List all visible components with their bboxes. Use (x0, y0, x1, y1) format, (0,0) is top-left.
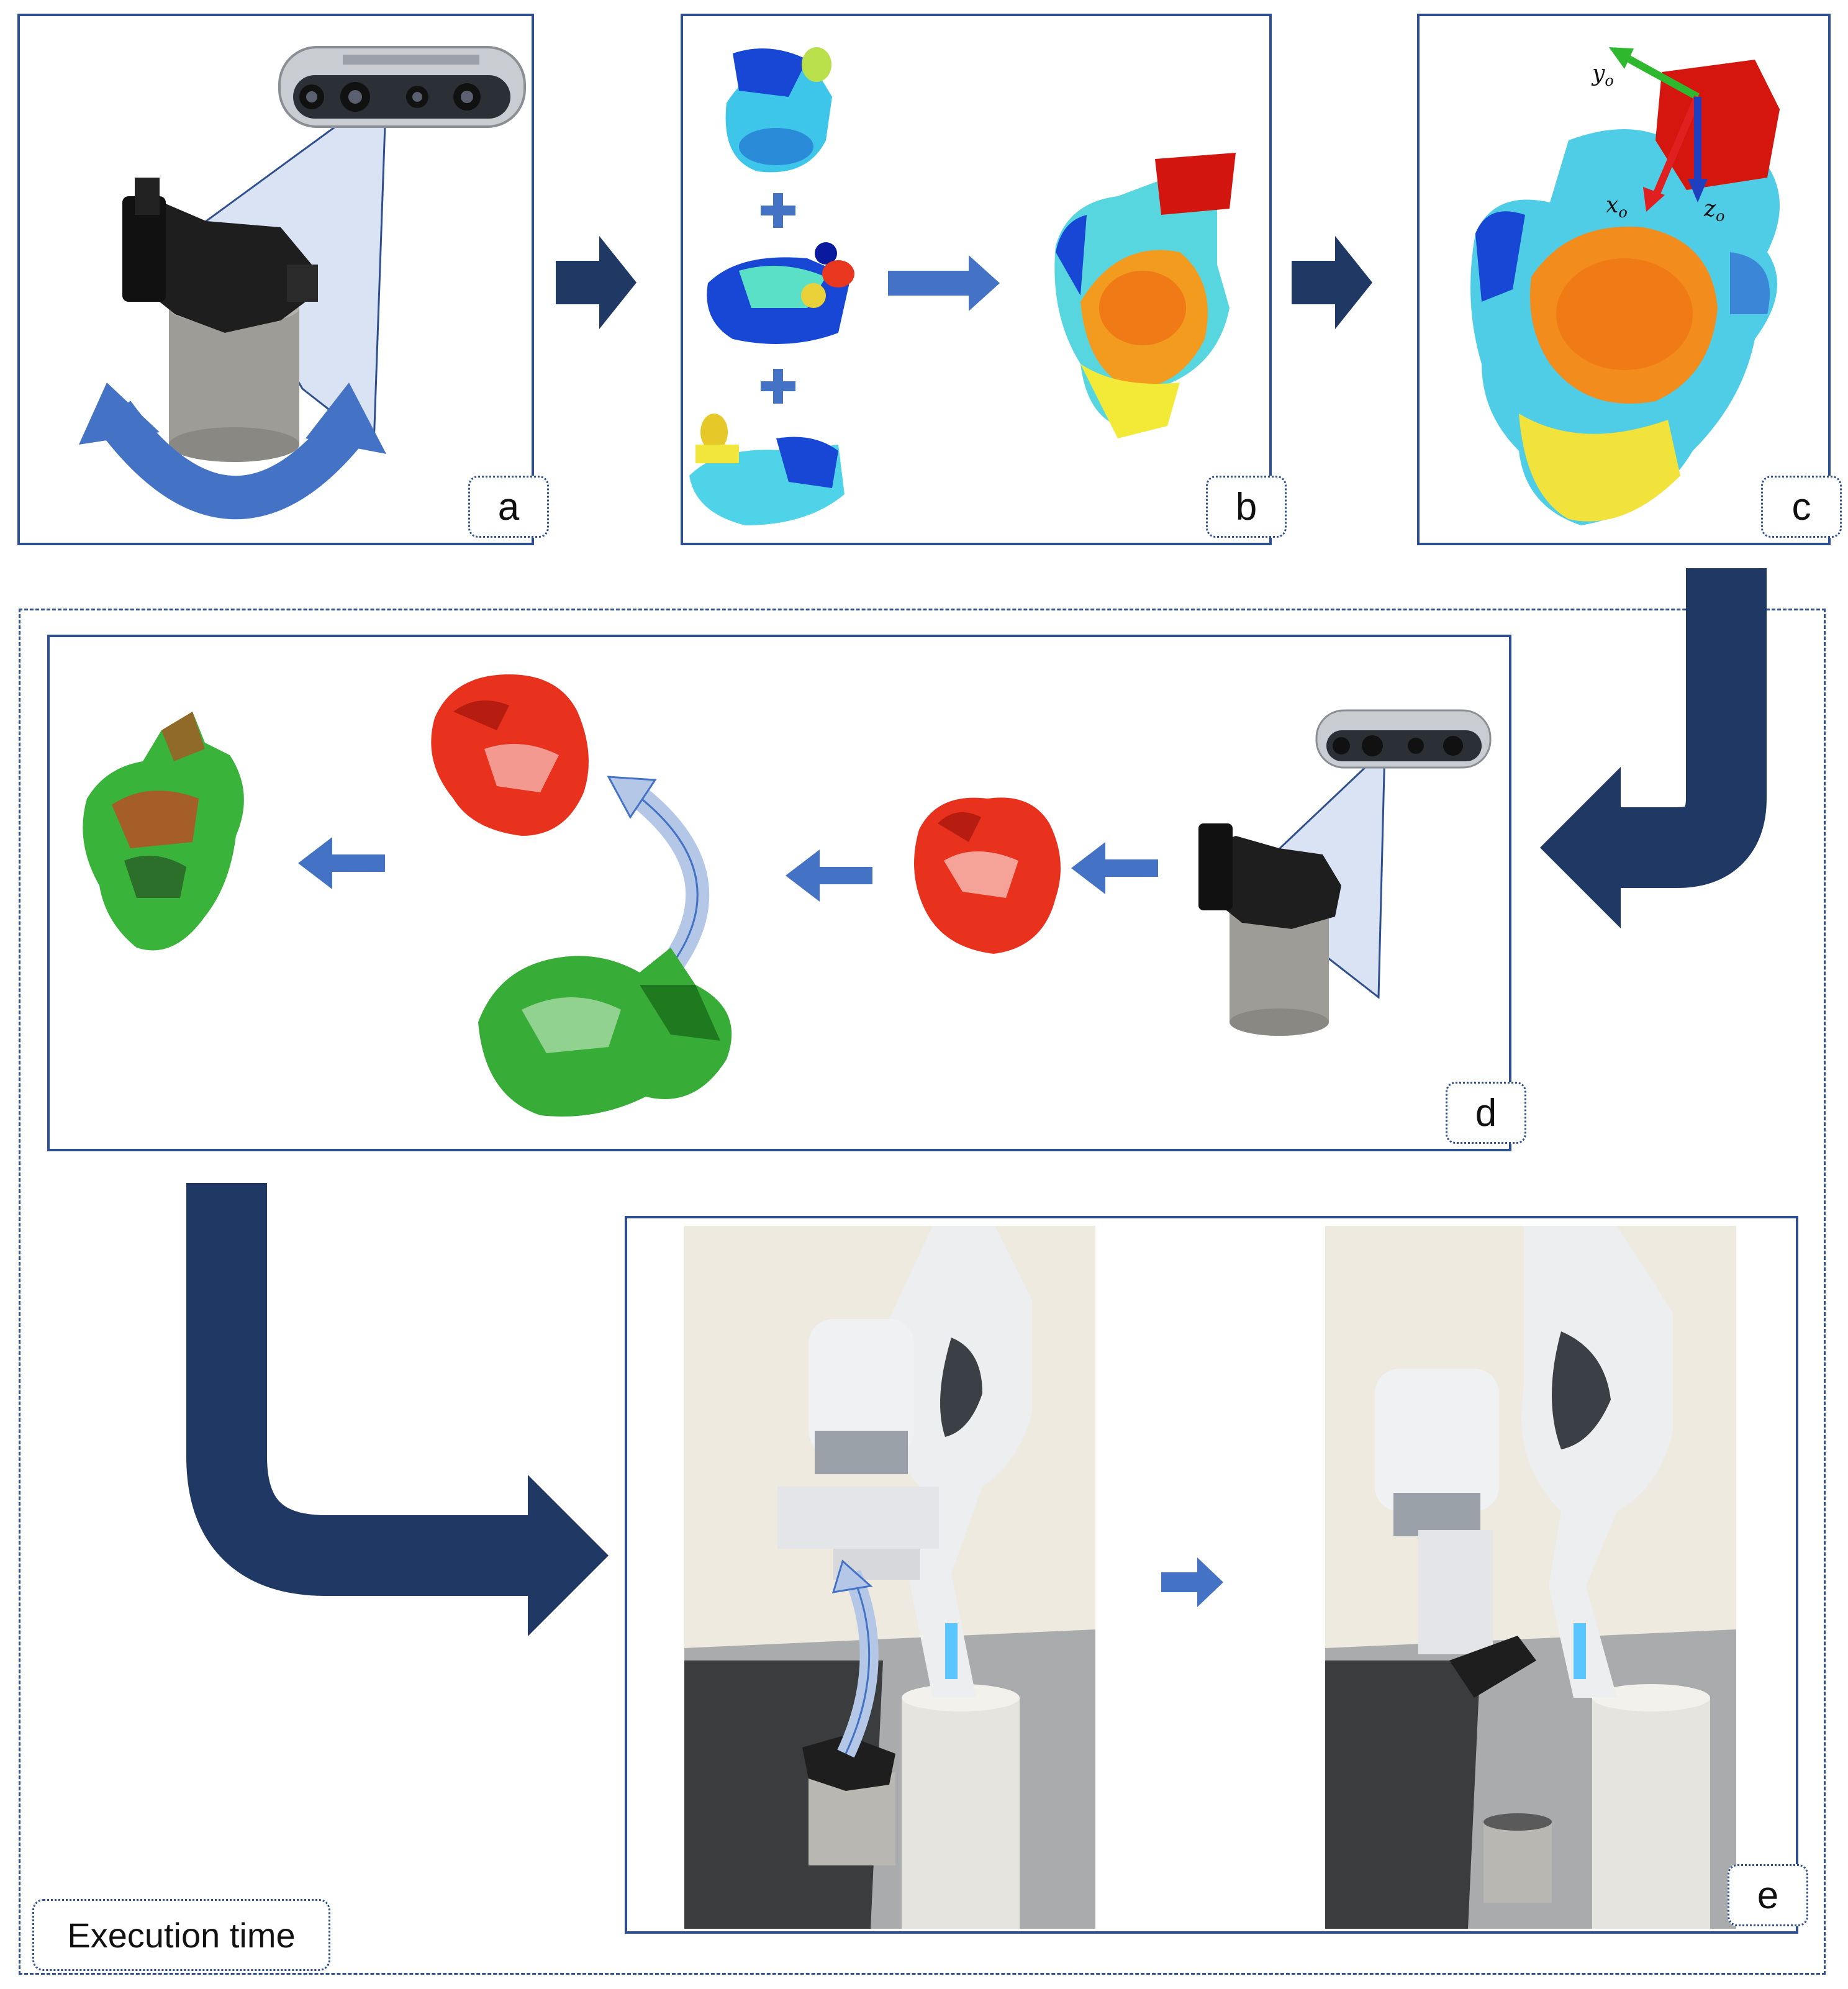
partial-point-cloud-2 (707, 242, 854, 344)
arrow-to-aligned-result (298, 837, 385, 889)
point-cloud-icon (1470, 60, 1780, 525)
panel-d-label: d (1446, 1082, 1526, 1144)
panel-d-illustration (83, 674, 1492, 1117)
depth-camera-icon (1315, 709, 1492, 769)
robot-arm-icon (1325, 1226, 1736, 1929)
model-point-cloud-green (478, 948, 732, 1117)
axis-label-z: zo (1704, 196, 1724, 225)
rotation-arrow-icon (79, 383, 386, 519)
axis-y-subscript: o (1605, 72, 1614, 90)
object-part (122, 178, 318, 462)
panel-a-label: a (468, 476, 549, 538)
robot-grasp-photo-before (684, 1226, 1095, 1929)
panel-b-label: b (1206, 476, 1287, 538)
partial-point-cloud-3 (689, 414, 845, 525)
arrow-b-to-c (1292, 236, 1372, 329)
robot-grasp-photo-after (1325, 1226, 1736, 1929)
partial-point-cloud-1 (725, 47, 832, 173)
panel-d: d (47, 635, 1526, 1151)
axis-x-subscript: o (1618, 204, 1628, 222)
axis-x-letter: x (1606, 193, 1619, 218)
panel-c-illustration (1470, 47, 1780, 525)
axis-z-subscript: o (1715, 207, 1725, 225)
panel-a-letter: a (497, 485, 520, 528)
execution-time-region (19, 609, 1826, 1975)
observed-point-cloud (914, 797, 1061, 954)
panel-a-illustration (79, 46, 526, 519)
panel-e-letter: e (1757, 1873, 1779, 1917)
object-part (1198, 823, 1341, 1036)
axis-y-letter: y (1592, 61, 1605, 86)
model-point-cloud-red (431, 674, 589, 836)
axis-label-x: xo (1606, 193, 1628, 221)
arrow-to-model-alignment (786, 850, 872, 902)
plus-icon (761, 193, 795, 228)
panel-b-illustration (689, 47, 1236, 525)
arrow-d-to-e (186, 1183, 609, 1636)
panel-c: yo xo zo c (1417, 14, 1842, 545)
merged-point-cloud (1054, 153, 1236, 438)
arrow-merge (888, 255, 1000, 311)
plus-icon (761, 369, 795, 404)
panel-b-letter: b (1235, 485, 1257, 528)
panel-a: a (17, 14, 549, 545)
panel-c-letter: c (1791, 485, 1811, 528)
arrow-grasp-sequence (1161, 1557, 1223, 1607)
alignment-arrow-icon (607, 776, 710, 974)
execution-time-label: Execution time (32, 1899, 330, 1971)
coordinate-frame-icon (1609, 47, 1708, 212)
arrow-to-observed-cloud (1071, 842, 1158, 894)
robot-arm-icon (684, 1226, 1095, 1929)
execution-time-text: Execution time (67, 1915, 296, 1955)
axis-z-letter: z (1704, 196, 1716, 222)
panel-e: e (625, 1216, 1808, 1934)
depth-camera-icon (278, 46, 526, 128)
aligned-point-cloud (83, 712, 244, 951)
arrow-c-to-d (1540, 568, 1767, 928)
panel-d-letter: d (1475, 1091, 1497, 1135)
panel-b: b (681, 14, 1287, 545)
arrow-a-to-b (556, 236, 636, 329)
axis-label-y: yo (1592, 61, 1614, 89)
panel-e-label: e (1728, 1864, 1808, 1926)
panel-c-label: c (1761, 476, 1842, 538)
